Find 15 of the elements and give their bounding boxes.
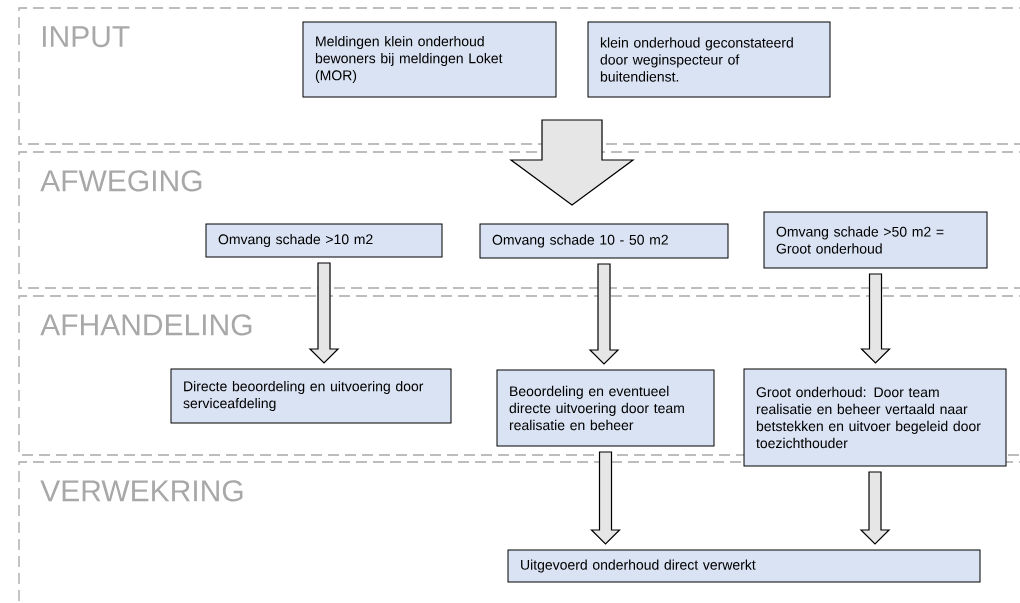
process-box: Meldingen klein onderhoud bewoners bij meldingen Loket (MOR) xyxy=(302,21,557,98)
process-box: Directe beoordeling en uitvoering door serviceafdeling xyxy=(170,368,452,424)
block-arrow xyxy=(308,262,340,364)
process-box: Beoordeling en eventueel directe uitvoering door team realisatie en beheer xyxy=(496,369,715,447)
process-box: Omvang schade >50 m2 = Groot onderhoud xyxy=(763,211,988,269)
process-box: Omvang schade >10 m2 xyxy=(205,223,443,258)
process-box: Omvang schade 10 - 50 m2 xyxy=(479,223,729,259)
block-arrow xyxy=(590,451,621,545)
process-box: Uitgevoerd onderhoud direct verwerkt xyxy=(507,549,981,583)
block-arrow xyxy=(859,471,891,545)
block-arrow xyxy=(509,119,635,206)
block-arrow xyxy=(860,273,891,364)
process-box: klein onderhoud geconstateerd door weginspecteur of buitendienst. xyxy=(587,21,831,98)
block-arrow xyxy=(588,263,620,365)
process-box: Groot onderhoud: Door team realisatie en beheer vertaald naar betstekken en uitvoer begeleid door toezichthouder xyxy=(743,368,1007,467)
